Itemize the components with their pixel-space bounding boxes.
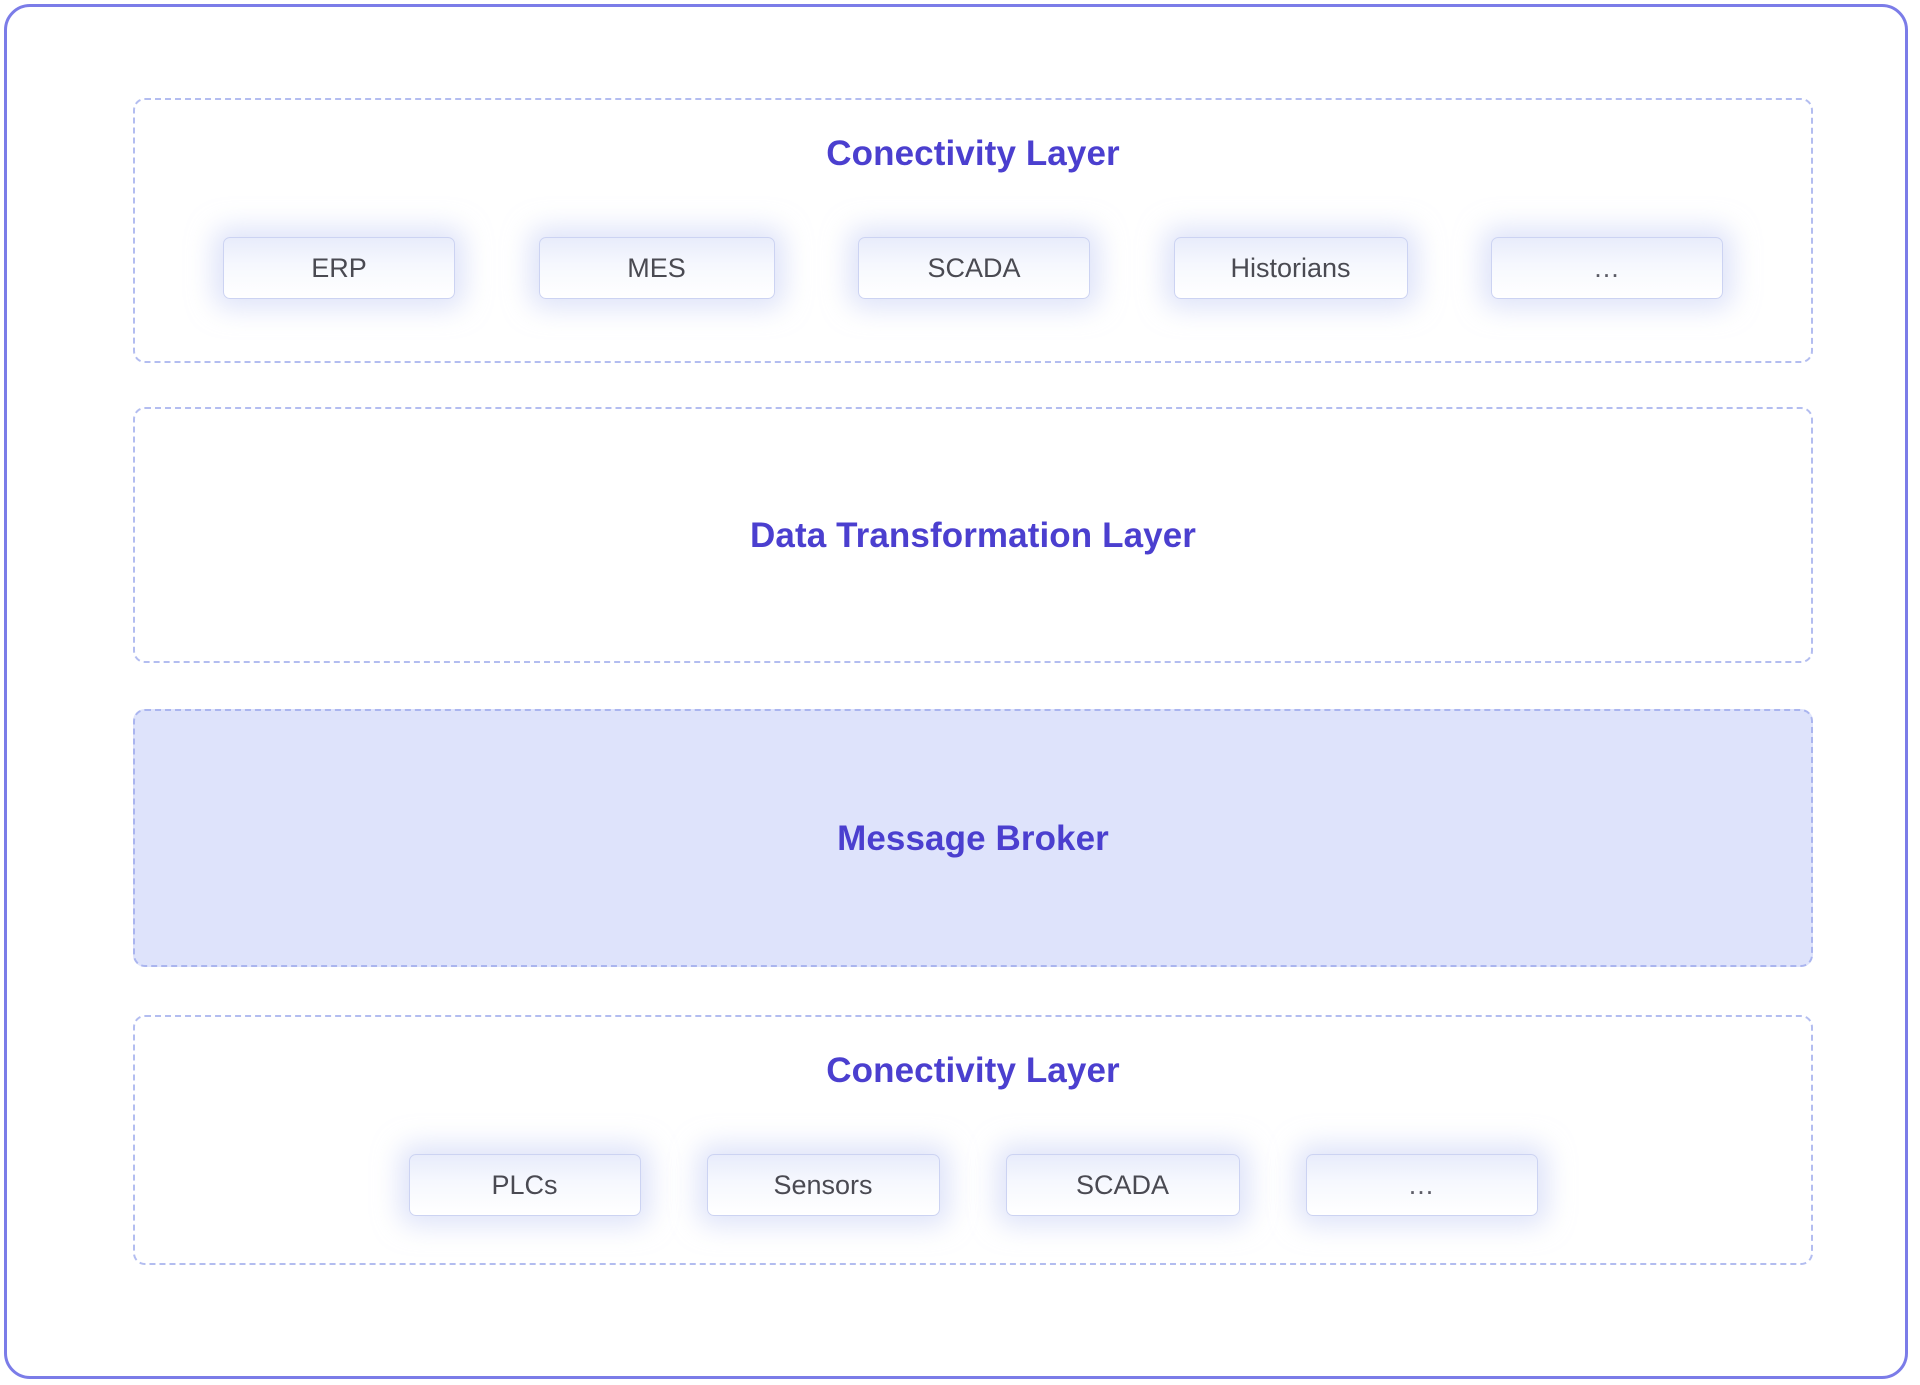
node-box-erp[interactable]: ERP [223,237,455,300]
node-box-scada[interactable]: SCADA [858,237,1090,300]
layer-title-message-broker: Message Broker [837,818,1109,858]
node-label-sensors: Sensors [773,1169,873,1200]
layer-panel-connectivity-bottom: Conectivity Layer PLCs Sensors SCADA ... [133,1015,1813,1265]
layer-panel-data-transformation: Data Transformation Layer [133,407,1813,663]
layer-title-connectivity-top: Conectivity Layer [826,134,1120,173]
connectivity-bottom-node-row: PLCs Sensors SCADA ... [408,1154,1538,1217]
node-label-mes: MES [627,252,686,283]
node-label-more-bottom: ... [1408,1169,1435,1200]
node-label-scada-bottom: SCADA [1075,1169,1170,1200]
node-box-sensors[interactable]: Sensors [706,1154,940,1217]
node-label-historians: Historians [1230,252,1351,283]
layer-title-connectivity-bottom: Conectivity Layer [826,1051,1120,1090]
node-box-more-bottom[interactable]: ... [1305,1154,1538,1217]
layer-title-data-transformation: Data Transformation Layer [750,515,1196,555]
node-label-more-top: ... [1594,252,1620,283]
node-box-historians[interactable]: Historians [1173,237,1408,300]
node-box-mes[interactable]: MES [538,237,775,300]
node-label-erp: ERP [311,252,367,283]
layer-panel-connectivity-top: Conectivity Layer ERP MES SCADA Historia… [133,98,1813,363]
node-label-scada: SCADA [927,252,1021,283]
diagram-frame: Conectivity Layer ERP MES SCADA Historia… [4,4,1908,1379]
node-box-plcs[interactable]: PLCs [408,1154,641,1217]
layer-panel-message-broker: Message Broker [133,709,1813,967]
node-box-more-top[interactable]: ... [1491,237,1723,300]
node-label-plcs: PLCs [491,1169,558,1200]
layer-stack: Conectivity Layer ERP MES SCADA Historia… [133,98,1813,1305]
node-box-scada-bottom[interactable]: SCADA [1005,1154,1240,1217]
connectivity-top-node-row: ERP MES SCADA Historians ... [135,237,1811,300]
